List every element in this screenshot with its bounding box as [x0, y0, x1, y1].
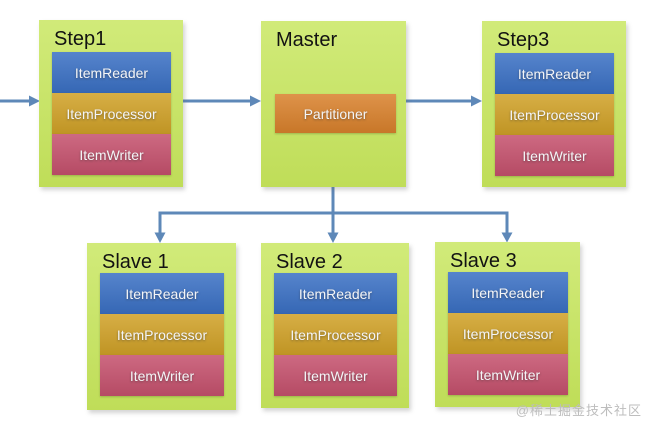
node-slave1: Slave 1 ItemReader ItemProcessor ItemWri…: [87, 243, 236, 410]
component-itemwriter: ItemWriter: [52, 134, 171, 175]
node-step1: Step1 ItemReader ItemProcessor ItemWrite…: [39, 20, 183, 187]
node-slave3-components: ItemReader ItemProcessor ItemWriter: [448, 272, 568, 395]
component-itemreader: ItemReader: [100, 273, 224, 314]
component-itemprocessor: ItemProcessor: [52, 93, 171, 134]
component-itemprocessor: ItemProcessor: [495, 94, 614, 135]
node-slave3: Slave 3 ItemReader ItemProcessor ItemWri…: [435, 242, 580, 407]
node-step3-components: ItemReader ItemProcessor ItemWriter: [495, 53, 614, 176]
node-master-title: Master: [276, 29, 338, 51]
component-itemprocessor: ItemProcessor: [448, 313, 568, 354]
node-slave2: Slave 2 ItemReader ItemProcessor ItemWri…: [261, 243, 409, 408]
node-slave2-title: Slave 2: [276, 251, 343, 273]
node-slave1-components: ItemReader ItemProcessor ItemWriter: [100, 273, 224, 396]
watermark-text: @稀土掘金技术社区: [515, 403, 642, 418]
component-itemwriter: ItemWriter: [495, 135, 614, 176]
component-itemreader: ItemReader: [448, 272, 568, 313]
component-itemwriter: ItemWriter: [448, 354, 568, 395]
component-itemwriter: ItemWriter: [274, 355, 397, 396]
component-itemprocessor: ItemProcessor: [274, 314, 397, 355]
node-step1-components: ItemReader ItemProcessor ItemWriter: [52, 52, 171, 175]
component-itemreader: ItemReader: [52, 52, 171, 93]
component-partitioner: Partitioner: [275, 94, 396, 133]
node-step3: Step3 ItemReader ItemProcessor ItemWrite…: [482, 21, 626, 187]
node-slave2-components: ItemReader ItemProcessor ItemWriter: [274, 273, 397, 396]
node-slave3-title: Slave 3: [450, 250, 517, 272]
arrow-master-to-slaves: [154, 186, 513, 243]
component-itemreader: ItemReader: [274, 273, 397, 314]
arrow-master-to-step3: [406, 95, 482, 107]
node-slave1-title: Slave 1: [102, 251, 169, 273]
node-step1-title: Step1: [54, 28, 107, 50]
component-itemprocessor: ItemProcessor: [100, 314, 224, 355]
component-itemwriter: ItemWriter: [100, 355, 224, 396]
node-master: Master Partitioner: [261, 21, 406, 187]
arrow-step1-to-master: [183, 95, 261, 107]
node-step3-title: Step3: [497, 29, 550, 51]
component-itemreader: ItemReader: [495, 53, 614, 94]
arrow-input-to-step1: [0, 95, 40, 107]
